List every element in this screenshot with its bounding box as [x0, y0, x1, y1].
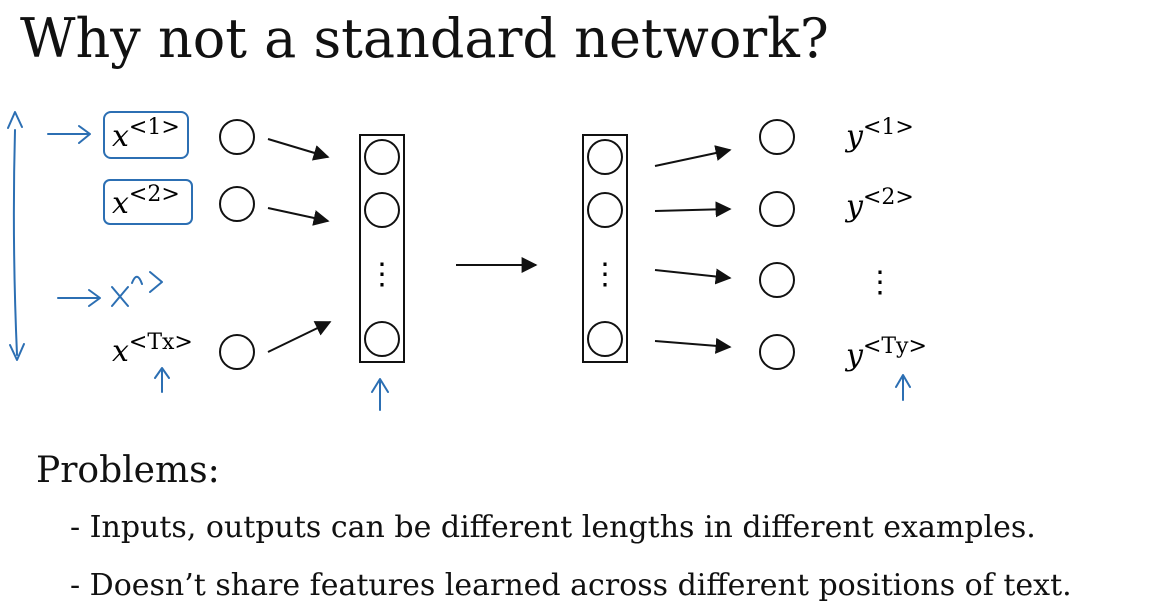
- input-label-t: x<Tx>: [112, 330, 193, 369]
- slide-title: Why not a standard network?: [20, 7, 829, 70]
- hidden-1-neuron-n: [364, 321, 400, 357]
- up-arrow-hidden: [371, 378, 389, 411]
- length-double-arrow: [7, 111, 25, 361]
- arrow-out-t: [654, 337, 732, 354]
- output-label-t: y<Ty>: [844, 334, 927, 373]
- input-neuron-2: [219, 186, 255, 222]
- arrow-in-1: [267, 138, 330, 161]
- arrow-in-t: [267, 321, 332, 353]
- hidden-2-neuron-1: [587, 139, 623, 175]
- hidden-1-ellipsis: ⋮: [367, 257, 397, 292]
- output-label-2: y<2>: [844, 185, 914, 224]
- arrow-out-2: [654, 201, 732, 218]
- output-neuron-3: [759, 262, 795, 298]
- problem-item: - Inputs, outputs can be different lengt…: [70, 510, 1036, 545]
- up-arrow-input-t: [154, 367, 170, 393]
- input-label-2: x<2>: [112, 182, 180, 221]
- output-neuron-2: [759, 191, 795, 227]
- handwritten-annotations: [7, 111, 911, 411]
- hidden-2-neuron-2: [587, 192, 623, 228]
- input-2-highlight-box: [103, 179, 193, 225]
- hidden-layer-1-box: [359, 134, 405, 363]
- hidden-layer-2-box: [582, 134, 628, 363]
- pointer-arrow-input-t: [57, 289, 101, 307]
- network-diagram: x<1> x<2> x<Tx> ⋮ ⋮ y<1> y<2> ⋮ y<Ty>: [7, 111, 927, 411]
- hidden-1-neuron-1: [364, 139, 400, 175]
- input-neuron-t: [219, 334, 255, 370]
- problems-heading: Problems:: [36, 450, 220, 491]
- hidden-1-neuron-2: [364, 192, 400, 228]
- input-1-highlight-box: [103, 111, 189, 159]
- output-label-1: y<1>: [844, 115, 914, 154]
- input-neuron-1: [219, 119, 255, 155]
- problem-item: - Doesn’t share features learned across …: [70, 568, 1072, 603]
- handwritten-x-t: [111, 271, 163, 307]
- pointer-arrow-input-1: [47, 125, 91, 144]
- up-arrow-output-t: [895, 374, 911, 401]
- hidden-2-neuron-n: [587, 321, 623, 357]
- input-label-1: x<1>: [112, 115, 180, 154]
- hidden-2-ellipsis: ⋮: [590, 257, 620, 292]
- output-neuron-1: [759, 119, 795, 155]
- arrow-out-1: [654, 145, 732, 167]
- arrow-out-3: [654, 268, 732, 285]
- output-ellipsis: ⋮: [865, 265, 895, 300]
- arrow-in-2: [267, 207, 330, 226]
- output-neuron-t: [759, 334, 795, 370]
